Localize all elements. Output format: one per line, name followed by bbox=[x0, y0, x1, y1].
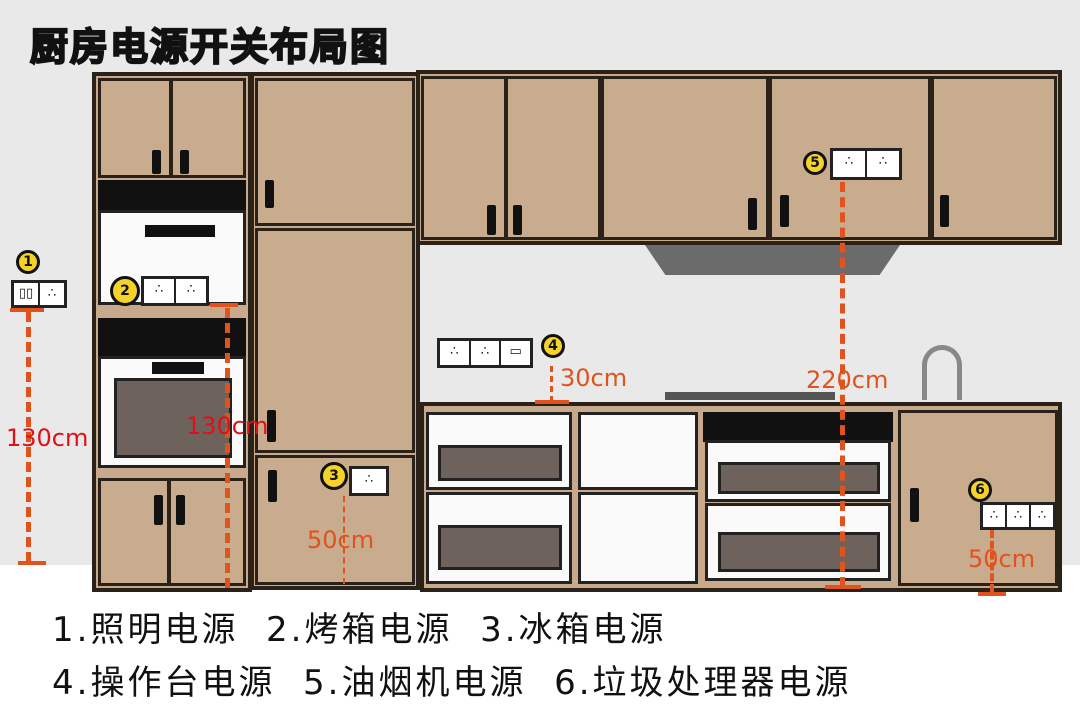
drawer-window bbox=[718, 462, 880, 494]
dimension-label-counter: 30cm bbox=[560, 364, 628, 392]
drawer bbox=[578, 492, 698, 584]
handle bbox=[940, 195, 949, 227]
dimension-tick bbox=[18, 561, 46, 565]
cabinet-door bbox=[255, 78, 415, 226]
marker-6: 6 bbox=[968, 478, 992, 502]
niche bbox=[703, 412, 893, 442]
dimension-line bbox=[840, 182, 845, 587]
cabinet-door bbox=[931, 76, 1057, 240]
handle bbox=[152, 150, 161, 174]
hood-socket: ∴∴ bbox=[830, 148, 902, 180]
dimension-line bbox=[26, 312, 31, 562]
range-hood bbox=[645, 245, 900, 275]
cooktop bbox=[665, 392, 835, 400]
handle bbox=[513, 205, 522, 235]
drawer-window bbox=[438, 525, 562, 570]
socket-icon: ∴ bbox=[186, 282, 196, 297]
disposer-socket: ∴∴∴ bbox=[980, 502, 1056, 530]
dimension-line bbox=[343, 496, 345, 584]
handle bbox=[265, 180, 274, 208]
drawer bbox=[578, 412, 698, 490]
counter-socket: ∴∴ ▭ bbox=[437, 338, 533, 368]
socket-icon: ∴ bbox=[983, 505, 1007, 527]
dimension-label-hood: 220cm bbox=[806, 366, 889, 394]
handle bbox=[780, 195, 789, 227]
handle bbox=[176, 495, 185, 525]
dimension-tick bbox=[535, 400, 569, 404]
socket-icon: ∴ bbox=[144, 279, 176, 303]
faucet-icon bbox=[922, 345, 962, 400]
socket-icon: ▭ bbox=[509, 344, 522, 359]
niche bbox=[98, 180, 246, 210]
marker-2: 2 bbox=[110, 276, 140, 306]
niche bbox=[98, 318, 246, 356]
socket-icon: ∴ bbox=[1007, 505, 1031, 527]
oven-handle bbox=[152, 362, 204, 374]
dimension-line bbox=[990, 530, 994, 592]
dimension-label-disposer: 50cm bbox=[968, 545, 1036, 573]
switch-icon: ▯▯ bbox=[14, 283, 40, 305]
dimension-line bbox=[225, 308, 230, 588]
dimension-label-oven: 130cm bbox=[186, 412, 269, 440]
dimension-label-fridge: 50cm bbox=[307, 526, 375, 554]
socket-icon: ∴ bbox=[471, 341, 502, 365]
dimension-tick bbox=[978, 592, 1006, 596]
cabinet-door bbox=[601, 76, 769, 240]
socket-icon: ∴ bbox=[833, 151, 867, 177]
legend-line-2: 4.操作台电源 5.油烟机电源 6.垃圾处理器电源 bbox=[52, 663, 852, 703]
oven-window bbox=[114, 378, 232, 458]
socket-icon: ∴ bbox=[47, 286, 57, 301]
marker-3: 3 bbox=[320, 462, 348, 490]
marker-4: 4 bbox=[541, 334, 565, 358]
page-title: 厨房电源开关布局图 bbox=[29, 24, 391, 70]
marker-5: 5 bbox=[803, 151, 827, 175]
light-switch-socket: ▯▯ ∴ bbox=[11, 280, 67, 308]
socket-icon: ∴ bbox=[364, 472, 374, 487]
oven-socket: ∴∴ bbox=[141, 276, 209, 306]
legend-line-1: 1.照明电源 2.烤箱电源 3.冰箱电源 bbox=[52, 610, 667, 650]
dimension-line bbox=[550, 366, 553, 402]
drawer-window bbox=[438, 445, 562, 481]
socket-icon: ∴ bbox=[1037, 508, 1047, 523]
dimension-label-lighting: 130cm bbox=[6, 424, 89, 452]
handle bbox=[154, 495, 163, 525]
drawer-window bbox=[718, 532, 880, 572]
socket-icon: ∴ bbox=[878, 154, 888, 169]
handle bbox=[487, 205, 496, 235]
marker-1: 1 bbox=[16, 250, 40, 274]
dimension-tick bbox=[825, 585, 861, 589]
dimension-tick bbox=[210, 303, 238, 307]
fridge-door bbox=[255, 228, 415, 453]
handle bbox=[180, 150, 189, 174]
handle bbox=[748, 198, 757, 230]
dimension-tick bbox=[10, 308, 44, 312]
fridge-socket: ∴ bbox=[349, 466, 389, 496]
socket-icon: ∴ bbox=[440, 341, 471, 365]
handle bbox=[910, 488, 919, 522]
handle bbox=[267, 410, 276, 442]
oven-handle bbox=[145, 225, 215, 237]
handle bbox=[268, 470, 277, 502]
